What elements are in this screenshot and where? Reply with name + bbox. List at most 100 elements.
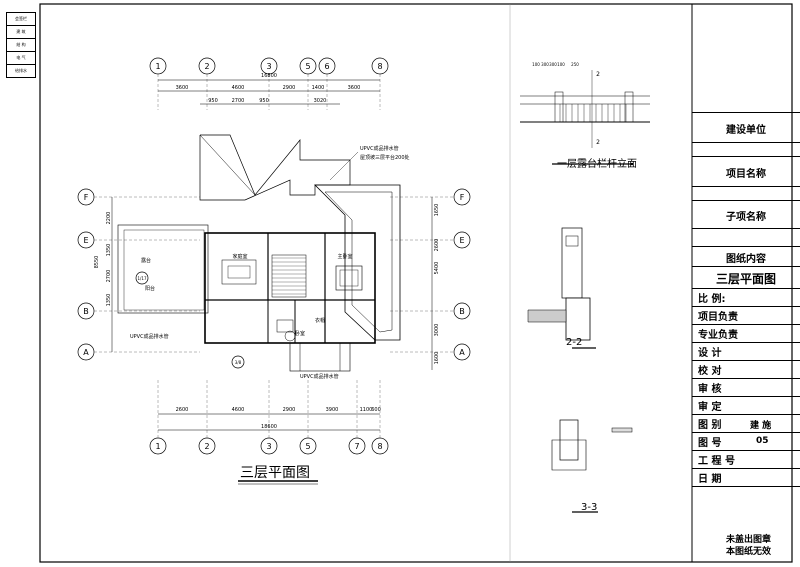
- axis-bubble-right: [453, 231, 471, 249]
- axis-label-left: B: [83, 307, 89, 316]
- note-line1: 未盖出图章: [726, 535, 772, 545]
- detail1-dim: 100: [532, 62, 540, 67]
- stamp-row-2: 结 构: [7, 39, 35, 52]
- job-label: 工 程 号: [692, 450, 800, 468]
- axis-label-left: E: [83, 236, 88, 245]
- main-walls: [204, 232, 376, 344]
- project-blank: [692, 186, 800, 201]
- coffee-table: [227, 265, 251, 279]
- axis-label-bottom: 3: [266, 442, 271, 451]
- dim-right: 1650: [434, 204, 440, 217]
- room-label: 露台: [141, 257, 151, 264]
- rail-post: [554, 91, 564, 123]
- axis-label-bottom: 7: [354, 442, 359, 451]
- axis-label-bottom: 5: [305, 442, 310, 451]
- number-label: 图 号: [692, 432, 800, 450]
- detail2-title: 2-2: [566, 337, 583, 348]
- dim-right: 3000: [434, 324, 440, 337]
- detail3-body: [551, 439, 587, 471]
- right-roof-inner: [324, 191, 393, 333]
- roof-outline: [199, 134, 351, 201]
- stamp-row-1: 建 筑: [7, 26, 35, 39]
- room-label: 家庭室: [232, 253, 247, 260]
- dim-top: 1400: [312, 85, 325, 91]
- axis-label-left: A: [83, 348, 89, 357]
- bed: [335, 265, 363, 291]
- bed-inner: [339, 269, 359, 287]
- axis-bubble-right: [453, 302, 471, 320]
- dim-left: 2700: [106, 270, 112, 283]
- plan-note: UPVC成品排水管: [360, 145, 399, 152]
- axis-label-top: 5: [305, 62, 310, 71]
- cut-label: 2: [596, 71, 600, 78]
- dim-bottom: 1100: [360, 407, 373, 413]
- stamp-row-0: 会签栏: [7, 13, 35, 26]
- content-label: 图纸内容: [692, 246, 800, 267]
- leader-line: [329, 151, 359, 181]
- section-mark-label: 1/17: [138, 276, 147, 281]
- slab: [527, 309, 567, 323]
- dim-top2: 950: [259, 98, 269, 104]
- dim-left-total: 8550: [94, 256, 100, 269]
- plan-note: 屋顶坡三层平台200处: [360, 154, 410, 161]
- axis-bubble-right: [453, 343, 471, 361]
- project-label: 项目名称: [692, 156, 800, 187]
- dim-top2: 950: [208, 98, 218, 104]
- wall-section: [561, 227, 583, 299]
- slab-section: [565, 297, 591, 341]
- dim-top2: 2700: [232, 98, 245, 104]
- subproject-blank: [692, 228, 800, 247]
- detail1-dim: 300: [541, 62, 549, 67]
- category-value: 建 施: [750, 421, 772, 431]
- category-label: 图 别: [692, 414, 800, 432]
- number-value: 05: [756, 436, 769, 446]
- dim-top: 3600: [348, 85, 361, 91]
- detail3-title: 3-3: [581, 502, 598, 513]
- dim-left: 1350: [106, 294, 112, 307]
- axis-label-right: E: [459, 236, 464, 245]
- axis-bubble-right: [453, 188, 471, 206]
- axis-label-bottom: 2: [204, 442, 209, 451]
- row-1: 专业负责: [692, 324, 800, 342]
- axis-label-top: 8: [377, 62, 382, 71]
- dim-top: 4600: [232, 85, 245, 91]
- bathtub: [276, 319, 294, 333]
- dim-total-top: 16800: [261, 73, 277, 79]
- row-0: 项目负责: [692, 306, 800, 324]
- plan-note: UPVC成品排水管: [130, 333, 169, 340]
- roof-ridge: [199, 134, 256, 196]
- lower-bay: [289, 342, 351, 372]
- axis-label-bottom: 1: [155, 442, 160, 451]
- dim-right: 2600: [434, 239, 440, 252]
- room-label: 主卧室: [337, 253, 352, 260]
- axis-label-top: 6: [324, 62, 329, 71]
- section-mark: [135, 271, 149, 285]
- stamp-row-4: 给排水: [7, 65, 35, 78]
- axis-label-right: A: [459, 348, 465, 357]
- axis-label-top: 1: [155, 62, 160, 71]
- axis-label-right: F: [460, 193, 465, 202]
- stamp-row-3: 电 气: [7, 52, 35, 65]
- dim-left: 1350: [106, 244, 112, 257]
- dim-bottom: 2900: [283, 407, 296, 413]
- right-roof: [314, 184, 401, 341]
- title-block: 建设单位 项目名称 子项名称 图纸内容 三层平面图 比 例: 项目负责 专业负责…: [692, 0, 800, 567]
- dim-bottom: 4600: [232, 407, 245, 413]
- dim-top: 2900: [283, 85, 296, 91]
- dim-bottom: 2600: [176, 407, 189, 413]
- detail1-dim: 300: [549, 62, 557, 67]
- room-label: 卧室: [295, 330, 305, 337]
- axis-label-bottom: 8: [377, 442, 382, 451]
- plan-note: UPVC成品排水管: [300, 373, 339, 380]
- scale-label: 比 例:: [692, 288, 800, 306]
- client-label: 建设单位: [692, 112, 800, 143]
- room-label: 衣帽: [315, 317, 325, 324]
- left-terrace: [117, 224, 209, 314]
- row-5: 审 定: [692, 396, 800, 414]
- signature-stamp-box: 会签栏 建 筑 结 构 电 气 给排水: [6, 12, 36, 78]
- detail1-dim: 100: [557, 62, 565, 67]
- detail1-title: 一层露台栏杆立面: [557, 159, 637, 170]
- rail-post: [624, 91, 634, 123]
- toilet: [284, 330, 296, 342]
